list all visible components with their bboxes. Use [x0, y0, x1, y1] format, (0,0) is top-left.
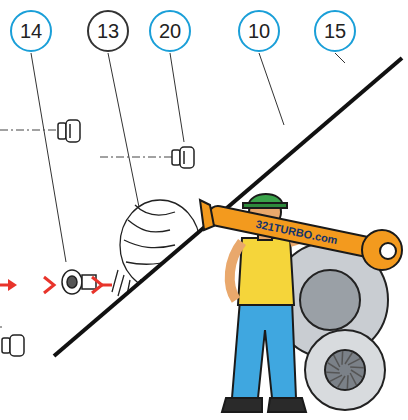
wrench — [200, 200, 402, 270]
callout-number: 13 — [87, 10, 129, 52]
bolt — [172, 147, 194, 168]
callout-number: 10 — [238, 10, 280, 52]
callout-number: 20 — [149, 10, 191, 52]
callout-number: 15 — [314, 10, 356, 52]
assembly-arrows — [0, 277, 112, 293]
compressor-wheel — [112, 200, 200, 300]
center-lines — [0, 130, 172, 157]
nut — [62, 270, 96, 294]
bolt — [2, 335, 24, 356]
brand-text: 321TURBO.com — [255, 218, 339, 246]
callout-number: 14 — [10, 10, 52, 52]
divider-line — [54, 58, 402, 356]
bolt — [58, 120, 80, 142]
